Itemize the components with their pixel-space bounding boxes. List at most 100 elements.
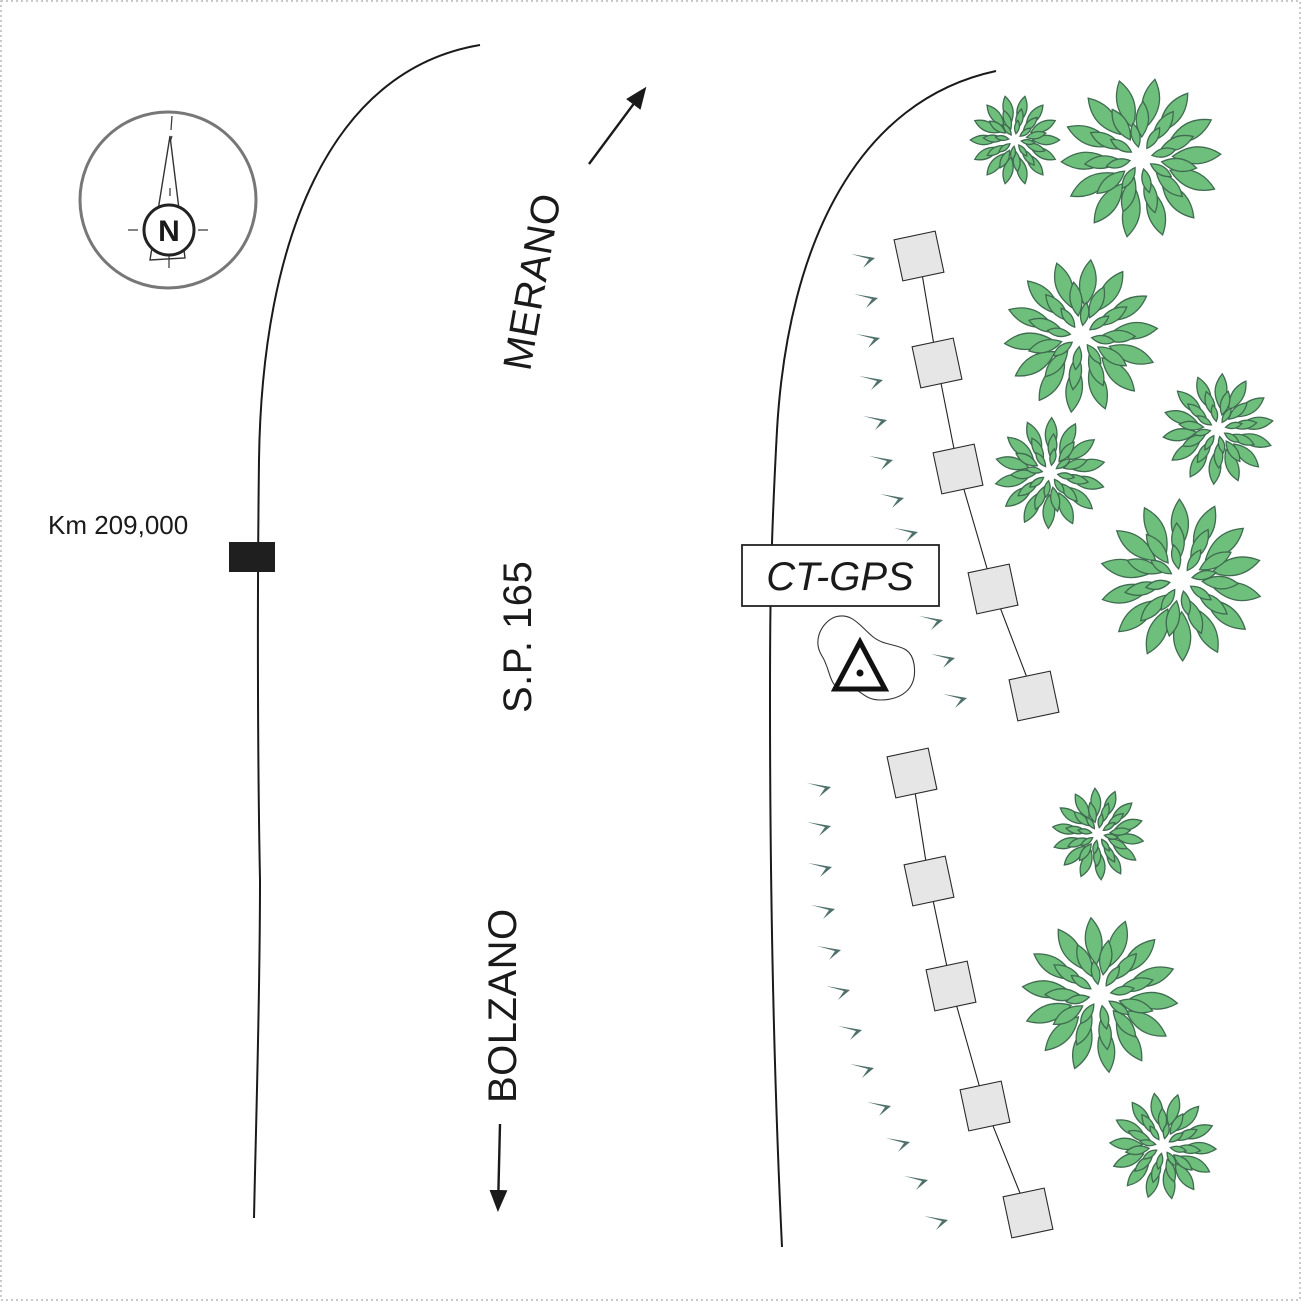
tree-leaf [1124,1145,1151,1156]
tree-leaf [1080,1003,1095,1025]
tree-leaf [1079,301,1090,327]
tree-leaf [1150,147,1177,158]
tree-leaf [1118,998,1154,1014]
tree-icon [1021,916,1179,1074]
tree-leaf [1149,1125,1160,1141]
tree-leaf [1099,1004,1110,1030]
tree-leaf [1096,170,1126,195]
tree-leaf [1192,428,1212,437]
tree-leaf [1143,506,1168,553]
tree-leaf [1109,138,1133,153]
tree-leaf [1135,100,1150,139]
tree-leaf [1142,1149,1158,1160]
tree-leaf [1156,1152,1164,1171]
tree-leaf [1097,812,1104,829]
road-name-label: S.P. 165 [496,561,540,713]
south-arrow-direction [489,1123,508,1212]
escarpment-tick [880,494,904,508]
tree-leaf [1160,588,1176,612]
tree-leaf [1070,975,1092,990]
tree-leaf [1130,122,1141,149]
tree-leaf [1189,585,1213,601]
tree-icon [1100,497,1262,663]
tree-leaf [1162,1121,1170,1140]
tree-leaf [1180,590,1192,617]
tree-leaf [1103,833,1120,840]
tree-leaf [1210,403,1219,423]
tree-leaf [1149,559,1173,575]
tree-leaf [1217,435,1226,455]
escarpment-tick [931,654,955,668]
tree-leaf [998,143,1011,153]
escarpment-tick [859,376,883,390]
tree-leaf [1076,828,1093,835]
tree-leaf [1053,262,1075,309]
tree-leaf [994,134,1010,142]
tree-leaf [1065,994,1091,1005]
tree-icon [1051,787,1145,881]
tree-leaf [1078,842,1092,862]
escarpment-tick [856,334,880,348]
tree-leaf [1035,451,1047,468]
tree-leaf [1002,109,1013,131]
escarpment-tick [867,1102,891,1116]
tree-leaf [1149,163,1173,178]
tree-leaf [1111,108,1131,141]
square-post-icon [959,1080,1011,1132]
tree-leaf [1227,402,1248,421]
tree-leaf [1009,145,1017,161]
tree-leaf [1019,127,1032,137]
tree-leaf [1025,130,1047,140]
tree-leaf [1027,338,1063,354]
tree-leaf [1145,608,1170,655]
tree-leaf [1056,472,1076,480]
tree-leaf [1121,166,1136,190]
tree-leaf [1096,346,1128,367]
tree-leaf [1063,845,1086,866]
tree-leaf [1044,1016,1080,1052]
tree-icon [994,416,1106,530]
tree-leaf [1168,1132,1184,1143]
tree-leaf [1002,123,1012,136]
north-letter: N [158,215,180,248]
triangle-benchmark-icon [817,615,916,701]
tree-leaf [988,120,1007,134]
escarpment-tick [838,1026,862,1040]
escarpment-tick [869,456,893,470]
tree-leaf [1224,448,1240,482]
tree-leaf [1092,839,1099,856]
tree-leaf [1049,447,1057,467]
tree-leaf [1086,816,1096,830]
tree-leaf [1105,965,1120,987]
escarpment-tick [807,783,831,797]
tree-leaf [1087,97,1121,136]
tree-leaf [1058,441,1075,463]
escarpment-tick [817,946,841,960]
tree-leaf [1013,119,1021,135]
tree-leaf [1191,569,1218,581]
tree-icon [969,95,1061,185]
escarpment-ticks [807,254,967,1230]
tree-leaf [1080,836,1094,846]
tree-leaf [1219,390,1231,417]
escarpment-tick [851,254,875,268]
north-arrow-icon: N [78,110,258,290]
square-post-icon [903,855,955,907]
tree-leaf [1090,334,1116,345]
tree-leaf [1144,579,1171,591]
tree-leaf [1126,558,1163,575]
station-label: CT-GPS [766,555,914,599]
escarpment-tick [943,694,967,708]
escarpment-tick [894,528,918,542]
tree-leaf [1233,443,1260,468]
tree-leaf [1196,415,1213,426]
escarpment-tick [808,863,832,877]
escarpment-tick [904,1176,928,1190]
tree-leaf [1055,458,1072,470]
tree-leaf [1086,343,1102,365]
tree-leaf [1112,1152,1145,1168]
tree-leaf [1169,1145,1188,1153]
tree-leaf [1186,548,1202,572]
